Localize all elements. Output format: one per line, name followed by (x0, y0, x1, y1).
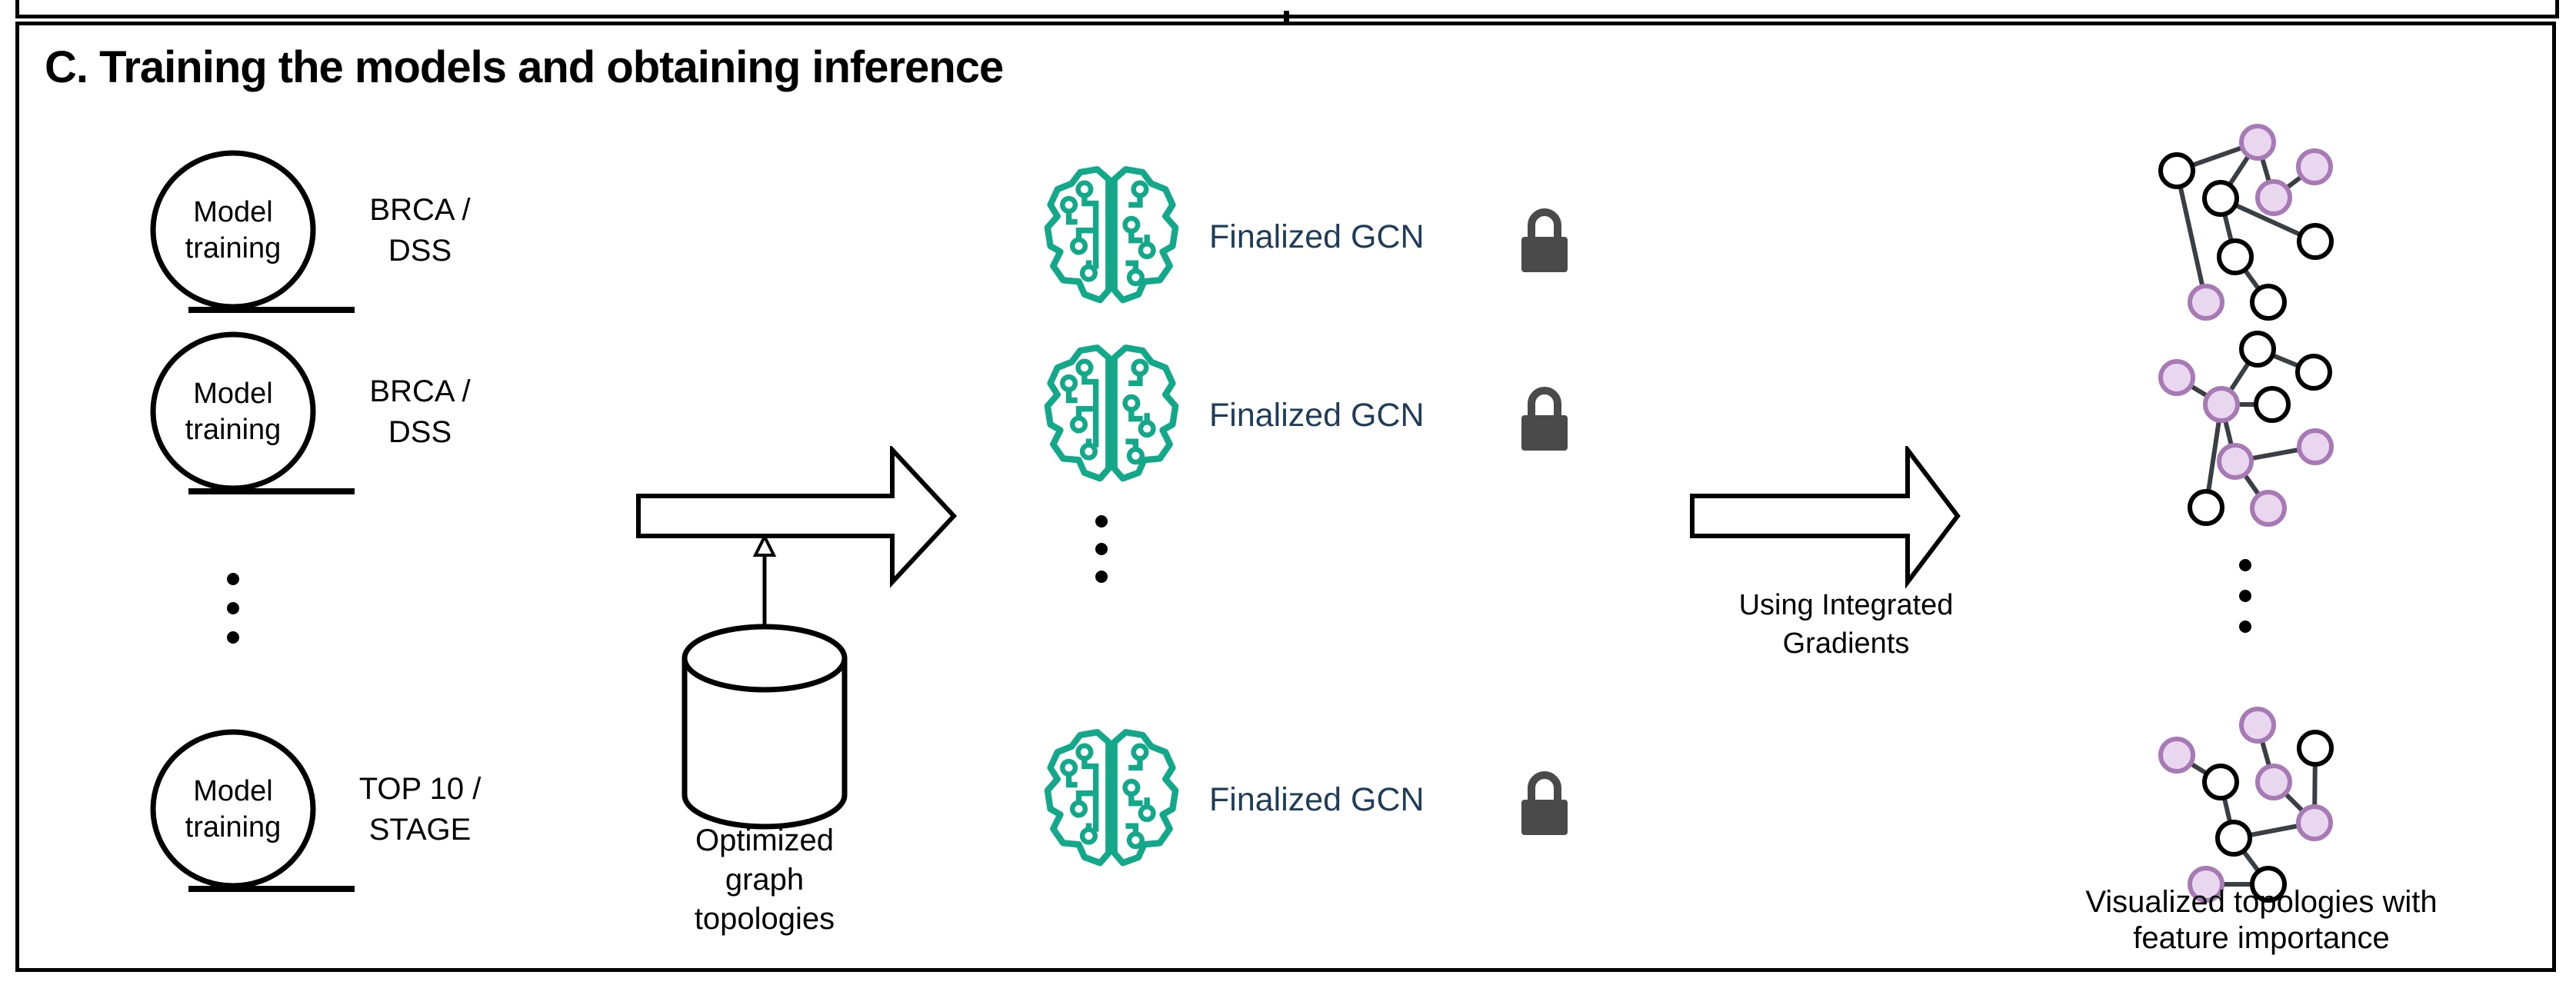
node (2239, 331, 2276, 368)
finalized-gcn-label: Finalized GCN (1209, 218, 1425, 255)
node (2295, 354, 2332, 391)
lock-icon (1521, 771, 1568, 835)
lock-icon (1521, 387, 1568, 451)
gcn-brain-icon (1044, 344, 1179, 482)
ellipsis-dot (227, 573, 239, 585)
ellipsis-dot (1095, 571, 1108, 583)
important-node (2217, 443, 2254, 480)
training-loop-icon (150, 150, 355, 313)
important-node (2239, 707, 2276, 744)
database-cylinder-icon (681, 624, 848, 830)
training-loop-label: Model training (185, 378, 282, 446)
panel-frame (15, 22, 2556, 972)
topology-graph (2146, 115, 2392, 331)
ellipsis-dot (2239, 590, 2251, 602)
node (2215, 820, 2252, 857)
dataset-label: TOP 10 / STAGE (358, 772, 482, 847)
node (2158, 152, 2195, 189)
finalized-gcn-label: Finalized GCN (1209, 780, 1425, 818)
gcn-brain-icon (1044, 166, 1179, 304)
node (2297, 730, 2334, 767)
lock-icon (1521, 208, 1568, 272)
training-loop-label: Model training (185, 775, 282, 844)
important-node (2297, 428, 2334, 465)
node (2202, 764, 2239, 800)
right-block-arrow-icon (636, 446, 958, 588)
important-node (2203, 386, 2240, 423)
node (2297, 223, 2334, 260)
page-title: C. Training the models and obtaining inf… (45, 42, 1004, 92)
dataset-label: BRCA / DSS (369, 193, 471, 268)
upper-panel-right-border-stub (2555, 0, 2559, 15)
important-node (2296, 804, 2333, 841)
node (2217, 238, 2254, 275)
ellipsis-dot (2239, 559, 2251, 571)
node (2188, 489, 2224, 526)
node (2254, 386, 2291, 423)
dataset-label: BRCA / DSS (369, 374, 471, 449)
important-node (2255, 179, 2292, 216)
important-node (2239, 124, 2276, 161)
node (2250, 284, 2287, 321)
topology-graph (2146, 692, 2392, 907)
up-arrow-icon (752, 534, 777, 629)
ellipsis-dot (1095, 515, 1108, 527)
ellipsis-dot (227, 602, 239, 614)
important-node (2296, 148, 2333, 185)
node (2250, 866, 2287, 903)
finalized-gcn-label: Finalized GCN (1209, 396, 1425, 434)
important-node (2158, 737, 2195, 774)
important-node (2250, 490, 2287, 527)
database-label: Optimized graph topologies (694, 824, 835, 936)
ellipsis-dot (1095, 543, 1108, 555)
important-node (2255, 764, 2292, 800)
integrated-gradients-label: Using Integrated Gradients (1738, 589, 1954, 660)
ellipsis-dot (2239, 621, 2251, 633)
important-node (2188, 866, 2224, 903)
topologies-caption: Visualized topologies with feature impor… (2085, 885, 2438, 955)
upper-panel-divider-stub (1284, 11, 1289, 23)
gcn-brain-icon (1044, 729, 1179, 867)
important-node (2158, 359, 2195, 396)
training-loop-label: Model training (185, 196, 282, 265)
important-node (2188, 284, 2224, 321)
upper-panel-left-border-stub (15, 0, 19, 15)
node (2202, 180, 2239, 217)
training-loop-icon (150, 331, 355, 494)
topology-graph (2146, 323, 2392, 538)
training-loop-icon (150, 729, 355, 892)
ellipsis-dot (227, 631, 239, 644)
right-block-arrow-icon (1690, 446, 1961, 588)
